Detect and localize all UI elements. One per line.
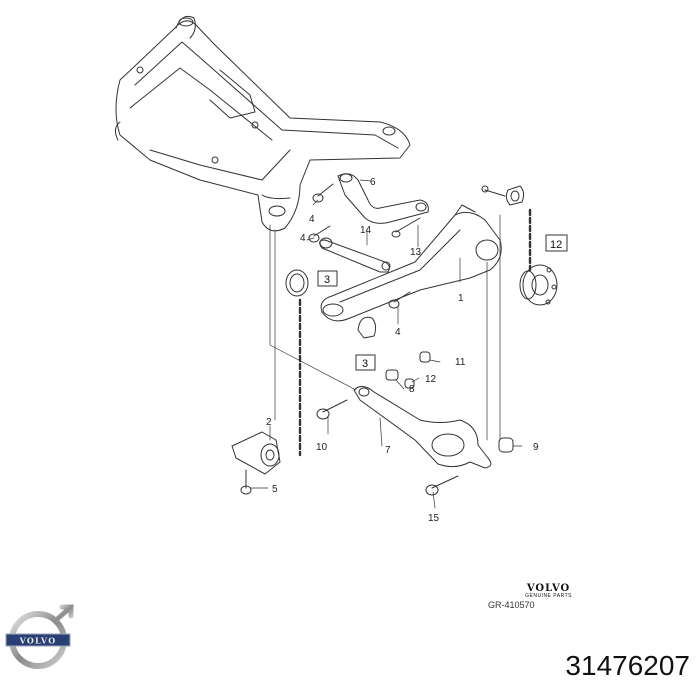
callout-8: 8 <box>409 384 415 395</box>
lower-control-arm <box>353 386 492 469</box>
part-number: 31476207 <box>565 650 690 681</box>
callout-2: 2 <box>266 417 272 428</box>
bushing-upper <box>505 185 525 206</box>
callout-4-lower: 4 <box>395 327 401 338</box>
callout-6: 6 <box>370 177 376 188</box>
spring-seats <box>285 269 377 339</box>
callout-14: 14 <box>360 225 372 236</box>
callout-11: 11 <box>455 357 466 368</box>
callout-7: 7 <box>385 445 391 456</box>
callout-4-upper: 4 <box>309 214 315 225</box>
logo-text: VOLVO <box>19 636 57 646</box>
callout-9: 9 <box>533 442 539 453</box>
callout-12-small: 12 <box>425 374 437 385</box>
toe-link <box>319 237 391 273</box>
wheel-hub <box>519 264 558 306</box>
diagram-reference: GR-410570 <box>488 600 535 610</box>
callout-3-lower: 3 <box>362 358 368 370</box>
callout-13: 13 <box>410 247 422 258</box>
guide-lines <box>269 214 501 441</box>
upper-control-arm <box>337 173 429 224</box>
leader-lines <box>249 179 523 509</box>
bolts <box>240 183 506 496</box>
trailing-arm <box>320 204 502 322</box>
bushings <box>385 351 514 453</box>
callout-12-boxed: 12 <box>550 239 562 251</box>
callout-3-upper: 3 <box>324 274 330 286</box>
callout-15: 15 <box>428 513 440 524</box>
volvo-logo-icon: VOLVO <box>5 604 74 669</box>
subframe <box>114 15 411 232</box>
callout-boxes <box>317 234 568 371</box>
mounting-bracket <box>231 431 281 475</box>
brand-tagline: GENUINE PARTS <box>525 593 572 599</box>
callout-4-middle: 4 <box>300 233 306 244</box>
dashed-guides <box>298 208 532 457</box>
callout-5: 5 <box>272 484 278 495</box>
callout-10: 10 <box>316 442 328 453</box>
callout-1: 1 <box>458 293 464 304</box>
brand-block: VOLVO GENUINE PARTS <box>525 583 572 599</box>
brand-wordmark: VOLVO <box>526 583 571 594</box>
